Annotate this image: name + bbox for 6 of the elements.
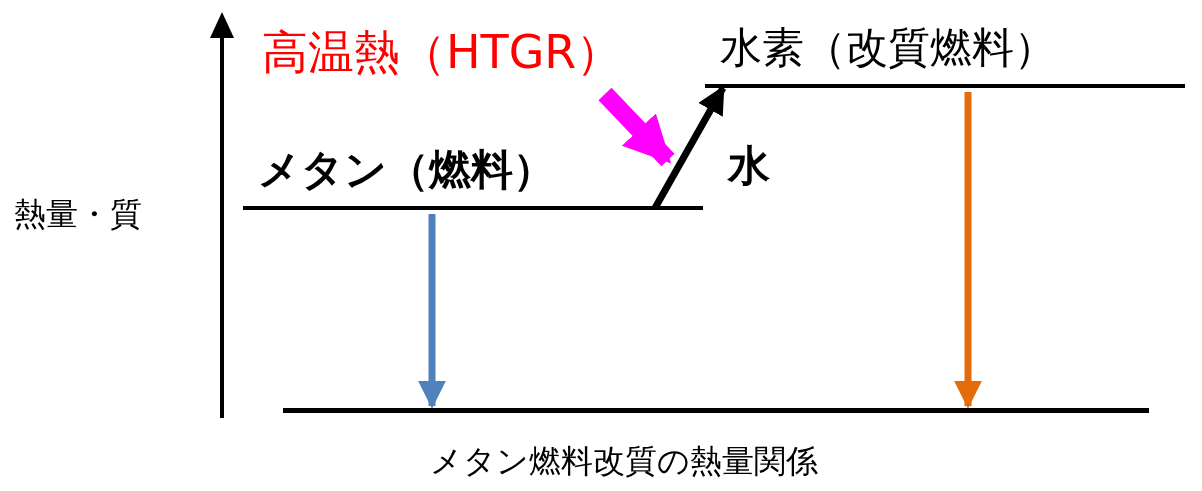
level-label: メタン（燃料） <box>258 144 555 196</box>
level-label: 水素（改質燃料） <box>720 22 1056 74</box>
heat-source-label: 高温熱（HTGR） <box>262 22 623 84</box>
axis-label: 熱量・質 <box>14 194 142 235</box>
arrow <box>598 87 675 167</box>
caption: メタン燃料改質の熱量関係 <box>430 441 818 482</box>
